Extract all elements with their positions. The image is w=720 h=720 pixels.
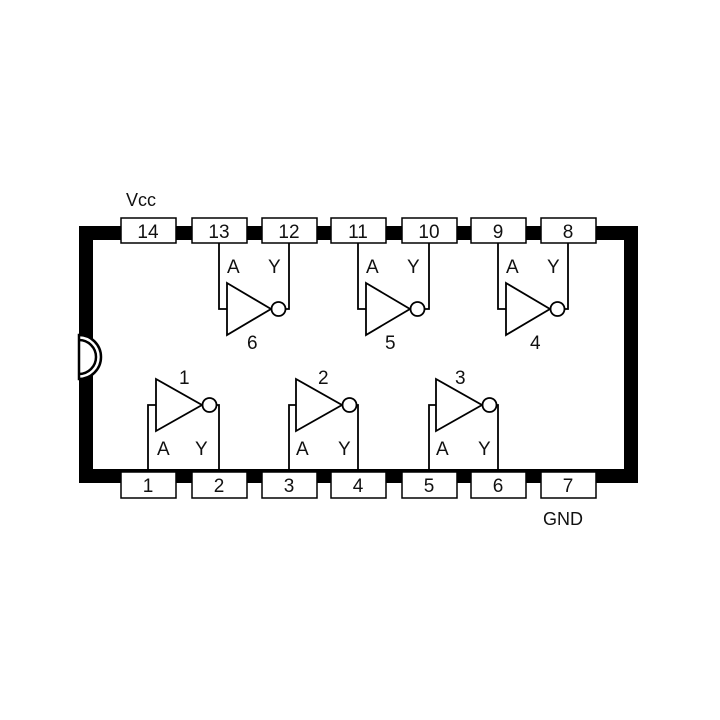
- vcc-label: Vcc: [126, 190, 156, 210]
- pin-bottom-7: 7: [540, 471, 597, 499]
- svg-text:2: 2: [214, 476, 225, 497]
- svg-text:11: 11: [348, 222, 368, 243]
- inverter-6-bubble: [270, 301, 287, 317]
- inverter-3-bubble: [481, 397, 498, 413]
- gate-2-input-label: A: [296, 439, 309, 460]
- svg-text:7: 7: [563, 476, 574, 497]
- inverter-1-triangle: [155, 377, 204, 433]
- pin-top-8: 8: [540, 217, 597, 244]
- pin-top-12: 12: [261, 217, 318, 244]
- svg-text:10: 10: [418, 222, 439, 243]
- inverter-gate-2: [288, 377, 359, 472]
- inverter-1-bubble: [201, 397, 218, 413]
- pin-bottom-1: 1: [120, 471, 177, 499]
- orientation-notch: [77, 333, 103, 381]
- gate-1-number: 1: [179, 368, 190, 389]
- svg-text:8: 8: [563, 222, 574, 243]
- inverter-2-bubble: [341, 397, 358, 413]
- inverter-5-triangle: [365, 281, 412, 337]
- gate-3-number: 3: [455, 368, 466, 389]
- svg-text:4: 4: [353, 476, 364, 497]
- inverter-gate-4: [497, 243, 569, 337]
- gate-5-number: 5: [385, 333, 396, 354]
- gate-6-output-label: Y: [268, 257, 281, 278]
- gate-4-number: 4: [530, 333, 541, 354]
- pin-bottom-4: 4: [330, 471, 387, 499]
- svg-text:13: 13: [208, 222, 229, 243]
- inverter-3-triangle: [435, 377, 484, 433]
- pin-bottom-2: 2: [191, 471, 248, 499]
- svg-text:14: 14: [137, 222, 159, 243]
- gate-2-number: 2: [318, 368, 329, 389]
- pin-top-14: 14: [120, 217, 177, 244]
- svg-text:5: 5: [424, 476, 435, 497]
- gate-1-input-label: A: [157, 439, 170, 460]
- inverter-5-bubble: [409, 301, 426, 317]
- pin-bottom-6: 6: [470, 471, 527, 499]
- gate-4-output-label: Y: [547, 257, 560, 278]
- inverter-4-triangle: [505, 281, 552, 337]
- pin-top-13: 13: [191, 217, 248, 244]
- gate-6-number: 6: [247, 333, 258, 354]
- inverter-gate-6: [218, 243, 290, 337]
- svg-text:12: 12: [278, 222, 299, 243]
- svg-text:6: 6: [493, 476, 504, 497]
- pin-top-10: 10: [401, 217, 458, 244]
- inverter-gate-1: [147, 377, 220, 472]
- gate-1-output-label: Y: [195, 439, 208, 460]
- gate-5-output-label: Y: [407, 257, 420, 278]
- pin-bottom-3: 3: [261, 471, 318, 499]
- gate-6-input-label: A: [227, 257, 240, 278]
- pin-top-9: 9: [470, 217, 527, 244]
- inverter-gate-5: [357, 243, 430, 337]
- svg-text:3: 3: [284, 476, 295, 497]
- pin-bottom-5: 5: [401, 471, 458, 499]
- gate-5-input-label: A: [366, 257, 379, 278]
- gate-3-output-label: Y: [478, 439, 491, 460]
- inverter-4-bubble: [549, 301, 566, 317]
- gate-4-input-label: A: [506, 257, 519, 278]
- gnd-label: GND: [543, 509, 583, 529]
- inverter-5-wiring: [357, 243, 430, 310]
- gate-3-input-label: A: [436, 439, 449, 460]
- svg-text:9: 9: [493, 222, 504, 243]
- gate-2-output-label: Y: [338, 439, 351, 460]
- inverter-4-wiring: [497, 243, 569, 310]
- svg-text:1: 1: [143, 476, 154, 497]
- inverter-6-triangle: [226, 281, 273, 337]
- inverter-6-wiring: [218, 243, 290, 310]
- inverter-2-triangle: [295, 377, 344, 433]
- pin-top-11: 11: [330, 217, 387, 244]
- inverter-gate-3: [428, 377, 499, 472]
- inverter-1-wiring: [147, 404, 220, 472]
